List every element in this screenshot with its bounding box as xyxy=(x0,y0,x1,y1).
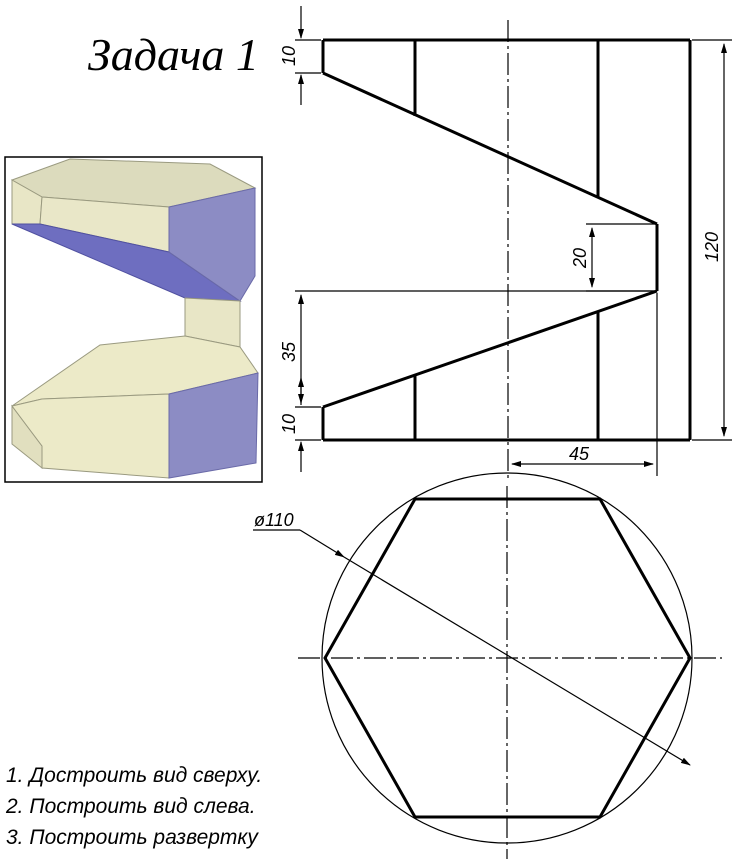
task-title: Задача 1 xyxy=(88,29,259,80)
dimension-labels: 10 120 20 35 10 45 ø110 xyxy=(254,46,722,530)
dim-10-top: 10 xyxy=(279,46,299,66)
upper-right-face xyxy=(168,187,256,302)
dim-10-bottom: 10 xyxy=(279,414,299,434)
instruction-item: 2. Построить вид слева. xyxy=(6,795,256,818)
instructions-list: 1. Достроить вид сверху. 2. Построить ви… xyxy=(6,760,262,853)
dimension-lines xyxy=(253,6,732,766)
instruction-item: 3. Построить развертку xyxy=(6,826,258,849)
dim-20: 20 xyxy=(570,248,590,269)
isometric-preview xyxy=(4,156,263,483)
top-view xyxy=(298,472,722,859)
dim-120: 120 xyxy=(702,232,722,262)
instruction-item: 1. Достроить вид сверху. xyxy=(6,764,263,787)
dim-35: 35 xyxy=(279,341,299,362)
front-view xyxy=(321,20,692,480)
dim-diameter: ø110 xyxy=(254,510,294,530)
dim-45: 45 xyxy=(569,444,590,464)
lower-right-face xyxy=(168,372,259,479)
